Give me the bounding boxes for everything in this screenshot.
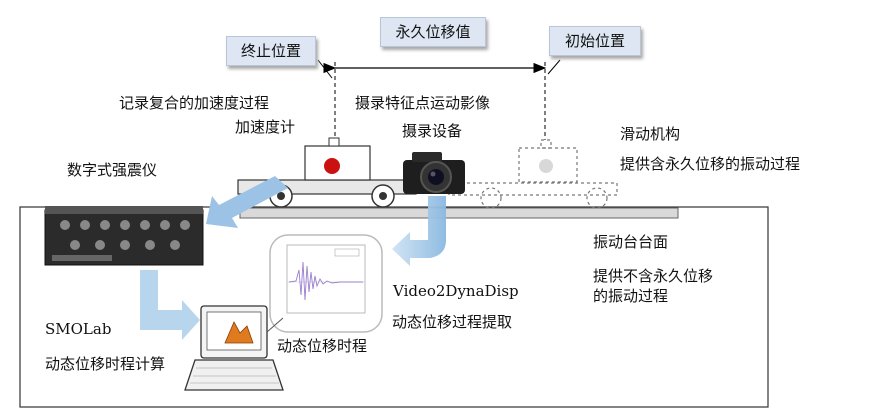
extract-process-label: 动态位移过程提取 — [392, 313, 513, 331]
table-surface-label: 振动台台面 — [593, 233, 669, 251]
initial-position-tag: 初始位置 — [549, 26, 641, 56]
provide-without-permanent-label-1: 提供不含永久位移 — [593, 267, 714, 285]
smolab-label: SMOLab — [45, 320, 112, 338]
disp-history-label: 动态位移时程 — [277, 337, 368, 355]
seismograph-device — [44, 206, 204, 266]
compute-history-label: 动态位移时程计算 — [45, 355, 166, 373]
computer-icon — [184, 305, 284, 391]
cart-to-seismograph-arrow — [206, 176, 288, 228]
initial-marker-dot — [539, 159, 553, 173]
end-tag-pointer — [317, 59, 333, 79]
camera-icon — [403, 152, 465, 194]
record-composite-label: 记录复合的加速度过程 — [119, 94, 270, 112]
camera-device-label: 摄录设备 — [402, 122, 463, 140]
slide-mechanism-label: 滑动机构 — [620, 125, 681, 143]
provide-without-permanent-label-2: 的振动过程 — [593, 287, 669, 305]
init-tag-pointer — [547, 59, 561, 75]
permanent-value-tag: 永久位移值 — [380, 17, 486, 47]
cart-initial-position — [448, 139, 618, 209]
accelerometer-label: 加速度计 — [235, 118, 296, 136]
table-top-plate — [239, 207, 679, 219]
provide-with-permanent-label: 提供含永久位移的振动过程 — [620, 155, 801, 173]
seismograph-to-computer-arrow — [140, 270, 200, 340]
video2dynadisp-label: Video2DynaDisp — [393, 282, 519, 300]
displacement-plot — [286, 244, 366, 314]
end-position-tag: 终止位置 — [226, 36, 316, 66]
capture-motion-label: 摄录特征点运动影像 — [355, 94, 491, 112]
seismograph-label: 数字式强震仪 — [67, 161, 158, 179]
camera-to-graph-arrow — [392, 196, 446, 266]
